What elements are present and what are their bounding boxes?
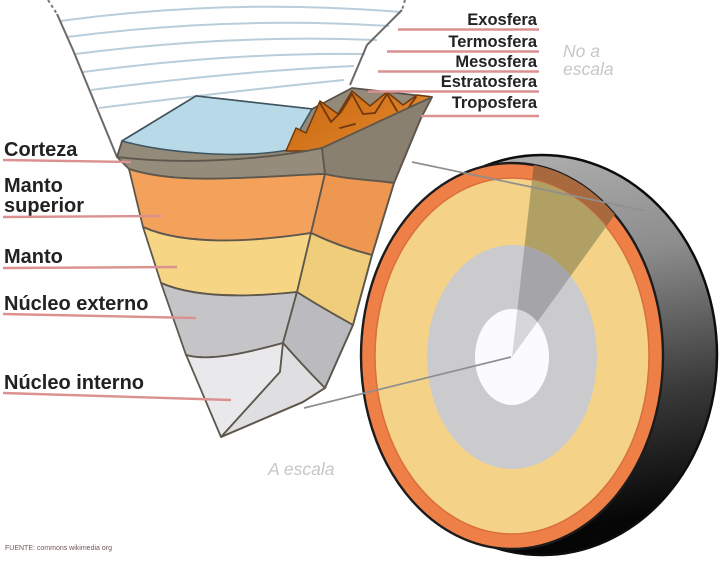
atmosphere-arc — [82, 52, 366, 73]
ocean — [121, 95, 313, 156]
label-estratosfera: Estratosfera — [441, 73, 538, 91]
leader-line-nucleo-interno — [2, 391, 232, 402]
connector-line-top — [411, 161, 647, 212]
leader-line-nucleo-externo — [2, 312, 197, 320]
wedge-right-edge — [220, 117, 422, 438]
atmosphere-fan — [47, 0, 406, 158]
scale-globe-disk — [359, 153, 719, 557]
label-manto-superior-line1: Manto — [4, 175, 63, 197]
atmosphere-arc — [66, 21, 390, 38]
note-to-scale: A escala — [267, 459, 335, 479]
atmosphere-arc — [74, 37, 378, 55]
label-mesosfera: Mesosfera — [455, 53, 537, 71]
fan-left-edge — [56, 13, 118, 158]
label-nucleo-interno: Núcleo interno — [4, 372, 144, 394]
label-exosfera: Exosfera — [467, 11, 538, 29]
source-credit: FUENTE: commons wikimedia org — [5, 545, 112, 552]
label-manto-superior-line2: superior — [4, 195, 84, 217]
fan-left-edge-dashed — [47, 0, 58, 15]
leader-line-corteza — [2, 158, 132, 164]
wedge-front-face — [116, 147, 326, 438]
leader-line-manto-superior — [2, 214, 162, 219]
note-not-to-scale-line1: No a — [563, 41, 600, 61]
wedge-labels: Corteza Manto superior Manto Núcleo exte… — [2, 139, 232, 402]
connector-line-bottom — [303, 356, 512, 409]
wedge-right-face — [220, 96, 433, 438]
surface-block — [116, 87, 433, 162]
fan-right-edge — [349, 9, 403, 86]
atmosphere-arc — [59, 5, 401, 22]
mountain-ridge-lines — [319, 93, 417, 129]
note-not-to-scale-line2: escala — [563, 59, 614, 79]
label-termosfera: Termosfera — [448, 33, 537, 51]
scale-connector-lines — [303, 161, 647, 409]
layer-upper-mantle-front — [128, 168, 326, 242]
label-corteza: Corteza — [4, 139, 78, 161]
atmosphere-arc — [98, 79, 345, 109]
scale-notes: No a escala A escala — [267, 41, 614, 479]
leader-line-manto — [2, 265, 178, 270]
fan-right-edge-dashed — [401, 0, 406, 11]
label-manto: Manto — [4, 246, 63, 268]
atmosphere-labels: Exosfera Termosfera Mesosfera Estratosfe… — [368, 11, 539, 118]
label-nucleo-externo: Núcleo externo — [4, 293, 148, 315]
disk-sector-outer-core — [512, 245, 597, 357]
atmosphere-arc — [90, 65, 355, 91]
label-troposfera: Troposfera — [452, 94, 538, 112]
